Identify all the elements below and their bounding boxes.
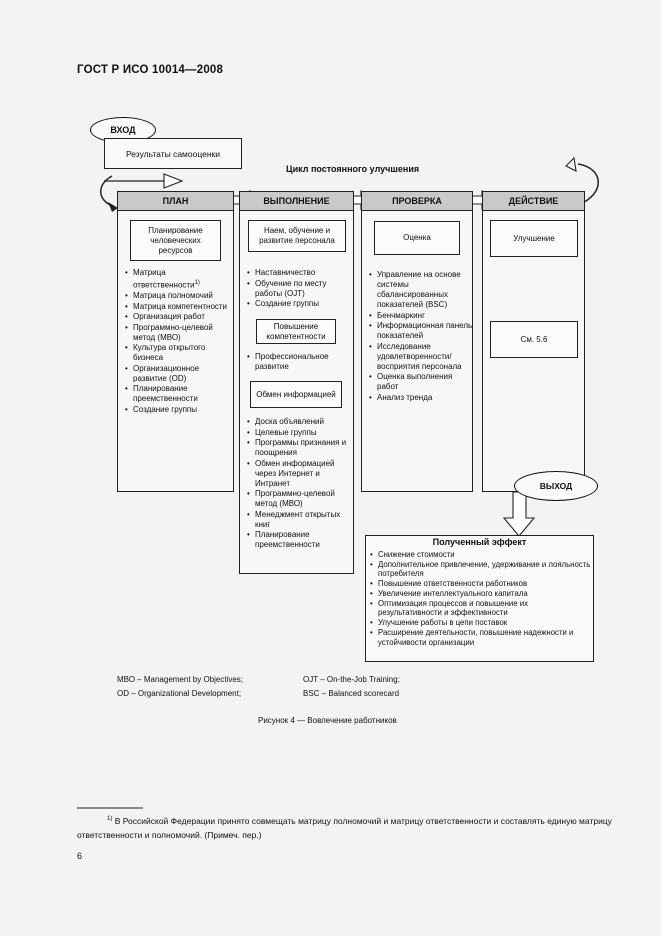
list-item: Программы признания и поощрения	[247, 438, 353, 458]
list-item: Матрица ответственности1)	[125, 268, 233, 291]
output-down-arrow	[502, 491, 536, 537]
list-item: Матрица компетентности	[125, 302, 233, 312]
do-hiring-box: Наем, обучение и развитие персонала	[248, 220, 346, 252]
self-assessment-box: Результаты самооценки	[104, 138, 242, 169]
check-column: ПРОВЕРКА Оценка Управление на основе сис…	[361, 191, 473, 492]
list-item: Управление на основе системы сбалансиров…	[369, 270, 473, 310]
figure-caption: Рисунок 4 — Вовлечение работников	[258, 716, 397, 725]
list-item: Анализ тренда	[369, 393, 473, 403]
list-item: Дополнительное привлечение, удерживание …	[370, 560, 594, 579]
effect-title: Полученный эффект	[432, 537, 527, 547]
plan-items-list: Матрица ответственности1) Матрица полном…	[125, 268, 233, 415]
do-competence-box: Повышение компетентности	[256, 319, 336, 344]
list-item: Обмен информацией через Интернет и Интра…	[247, 459, 353, 489]
do-items-list-3: Доска объявлений Целевые группы Программ…	[247, 417, 353, 551]
list-item: Создание группы	[125, 405, 233, 415]
effect-items-list: Снижение стоимости Дополнительное привле…	[370, 550, 594, 648]
list-item: Создание группы	[247, 299, 353, 309]
entry-curve-arrow	[100, 175, 113, 207]
legend-ojt: OJT – On-the-Job Training;	[303, 675, 400, 684]
list-item: Обучение по месту работы (OJT)	[247, 279, 353, 299]
plan-hr-planning-box: Планирование человеческих ресурсов	[130, 220, 221, 261]
results-to-plan-arrow	[163, 173, 184, 189]
list-item: Целевые группы	[247, 428, 353, 438]
footnote-text: В Российской Федерации принято совмещать…	[77, 815, 612, 840]
footnote-mark: 1)	[107, 816, 113, 822]
check-column-title: ПРОВЕРКА	[362, 192, 472, 211]
list-item: Бенчмаркинг	[369, 311, 473, 321]
page-number: 6	[77, 851, 83, 861]
check-items-list: Управление на основе системы сбалансиров…	[369, 270, 473, 403]
do-column-title: ВЫПОЛНЕНИЕ	[240, 192, 353, 211]
list-item: Наставничество	[247, 268, 353, 278]
footnote-mark: 1)	[194, 280, 200, 286]
legend-mbo: МВО – Management by Objectives;	[117, 675, 244, 684]
list-item: Оптимизация процессов и повышение их рез…	[370, 599, 594, 618]
do-items-list-1: Наставничество Обучение по месту работы …	[247, 268, 353, 310]
act-column-title: ДЕЙСТВИЕ	[483, 192, 584, 211]
document-header: ГОСТ Р ИСО 10014—2008	[77, 64, 224, 76]
list-item: Повышение ответственности работников	[370, 579, 594, 589]
do-items-list-2: Профессиональное развитие	[247, 352, 353, 373]
list-item: Программно-целевой метод (МВО)	[247, 489, 353, 509]
plan-column-title: ПЛАН	[118, 192, 233, 211]
act-improvement-box: Улучшение	[490, 220, 578, 257]
footnote: 1) В Российской Федерации принято совмещ…	[77, 812, 612, 842]
check-evaluation-box: Оценка	[374, 221, 460, 255]
list-item: Расширение деятельности, повышение надеж…	[370, 628, 594, 647]
cycle-title: Цикл постоянного улучшения	[286, 164, 420, 174]
list-item: Культура открытого бизнеса	[125, 343, 233, 363]
list-item: Увеличение интеллектуального капитала	[370, 589, 594, 599]
list-item: Исследование удовлетворенности/ восприят…	[369, 342, 473, 372]
legend-od: OD – Organizational Development;	[117, 689, 242, 698]
effect-box: Полученный эффект Снижение стоимости Доп…	[365, 535, 594, 662]
list-item: Организационное развитие (OD)	[125, 364, 233, 384]
list-item: Доска объявлений	[247, 417, 353, 427]
legend-bsc: BSC – Balanced scorecard	[303, 689, 400, 698]
list-item: Менеджмент открытых книг	[247, 510, 353, 530]
list-item: Информационная панель показателей	[369, 321, 473, 341]
list-item: Улучшение работы в цепи поставок	[370, 618, 594, 628]
list-item: Планирование преемственности	[125, 384, 233, 404]
act-column: ДЕЙСТВИЕ Улучшение См. 5.6	[482, 191, 585, 492]
plan-column: ПЛАН Планирование человеческих ресурсов …	[117, 191, 234, 492]
do-information-exchange-box: Обмен информацией	[250, 381, 342, 408]
return-curve-arrow	[577, 163, 599, 206]
list-item: Снижение стоимости	[370, 550, 594, 560]
list-item: Планирование преемственности	[247, 530, 353, 550]
list-item: Оценка выполнения работ	[369, 372, 473, 392]
list-item: Программно-целевой метод (МВО)	[125, 323, 233, 343]
do-column: ВЫПОЛНЕНИЕ Наем, обучение и развитие пер…	[239, 191, 354, 574]
output-oval: ВЫХОД	[514, 471, 598, 501]
list-item: Профессиональное развитие	[247, 352, 353, 372]
list-item: Организация работ	[125, 312, 233, 322]
list-item: Матрица полномочий	[125, 291, 233, 301]
act-see-5-6-box: См. 5.6	[490, 321, 578, 358]
